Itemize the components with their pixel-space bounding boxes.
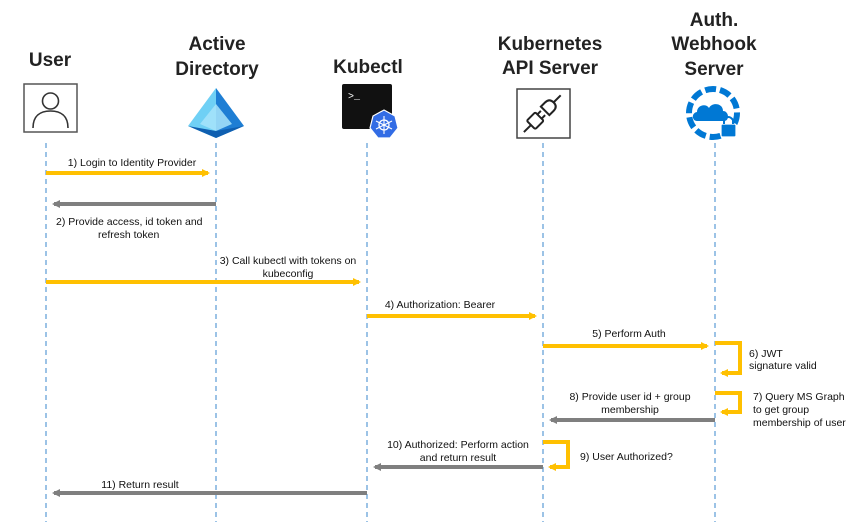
message-label: 7) Query MS Graph xyxy=(753,391,845,403)
svg-text:>_: >_ xyxy=(348,92,361,103)
actor-user: User xyxy=(29,50,72,71)
message-5: 5) Perform Auth xyxy=(543,328,709,350)
message-label: 5) Perform Auth xyxy=(592,328,666,340)
message-8: 8) Provide user id + group membership xyxy=(549,391,715,424)
message-label: refresh token xyxy=(98,229,159,241)
message-label: 10) Authorized: Perform action xyxy=(387,439,529,451)
actor-active-directory: Active Directory xyxy=(175,34,259,80)
message-label: 3) Call kubectl with tokens on xyxy=(220,255,357,267)
cloud-lock-icon xyxy=(686,86,740,140)
lifelines xyxy=(45,143,716,522)
actor-api-server: Kubernetes API Server xyxy=(498,34,603,79)
actor-kubectl: Kubectl xyxy=(333,57,403,78)
actor-name: Kubectl xyxy=(333,57,403,78)
message-arrow xyxy=(715,341,742,377)
message-7-self: 7) Query MS Graph to get group membershi… xyxy=(715,391,846,429)
message-label: and return result xyxy=(420,452,497,464)
actor-name: Server xyxy=(684,59,744,80)
terminal-kubernetes-icon: >_ xyxy=(342,84,399,139)
actor-name: Webhook xyxy=(671,34,757,55)
message-arrow xyxy=(715,391,742,416)
message-3: 3) Call kubectl with tokens on kubeconfi… xyxy=(46,255,361,286)
message-label: 1) Login to Identity Provider xyxy=(68,157,197,169)
message-label: membership of user xyxy=(753,417,846,429)
actor-name: User xyxy=(29,50,72,71)
message-6-self: 6) JWT signature valid xyxy=(715,341,817,377)
actor-name: Active xyxy=(188,34,245,55)
message-1: 1) Login to Identity Provider xyxy=(46,157,210,177)
actor-name: Directory xyxy=(175,59,259,80)
message-label: 9) User Authorized? xyxy=(580,451,673,463)
message-label: 8) Provide user id + group xyxy=(569,391,690,403)
user-icon xyxy=(23,83,78,133)
message-label: 6) JWT xyxy=(749,348,783,360)
actor-webhook-server: Auth. Webhook Server xyxy=(671,10,757,80)
message-label: membership xyxy=(601,404,659,416)
message-10: 10) Authorized: Perform action and retur… xyxy=(373,439,543,471)
actor-name: API Server xyxy=(502,58,599,79)
message-4: 4) Authorization: Bearer xyxy=(367,299,537,320)
message-label: to get group xyxy=(753,404,809,416)
message-2: 2) Provide access, id token and refresh … xyxy=(52,200,216,241)
message-label: 11) Return result xyxy=(101,479,179,491)
actor-name: Kubernetes xyxy=(498,34,603,55)
message-11: 11) Return result xyxy=(52,479,367,497)
plug-icon xyxy=(516,88,571,139)
message-label: signature valid xyxy=(749,360,817,372)
message-9-self: 9) User Authorized? xyxy=(543,440,673,471)
message-arrow xyxy=(543,440,570,471)
message-label: 4) Authorization: Bearer xyxy=(385,299,496,311)
actor-name: Auth. xyxy=(690,10,739,31)
message-label: kubeconfig xyxy=(263,268,314,280)
message-label: 2) Provide access, id token and xyxy=(56,216,203,228)
azure-ad-pyramid-icon xyxy=(188,88,244,138)
